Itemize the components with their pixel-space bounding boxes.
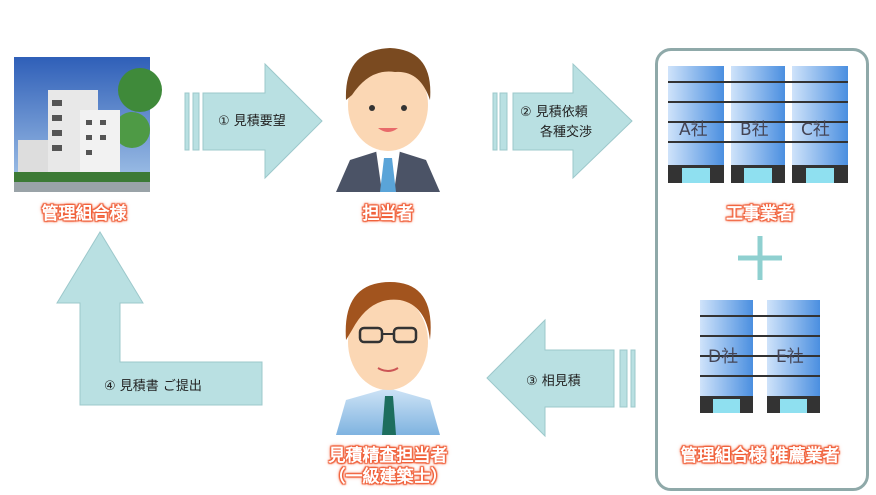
contractors-label: 工事業者	[726, 204, 794, 224]
contractor-buildings	[668, 66, 848, 413]
company-a: A社	[679, 120, 708, 140]
staff-label: 担当者	[362, 204, 414, 224]
recommended-label: 管理組合様 推薦業者	[680, 446, 840, 466]
step2-label: ② 見積依頼	[520, 105, 588, 120]
arrow-step1	[184, 62, 323, 180]
step1-label: ① 見積要望	[218, 114, 286, 129]
arrow-step4	[56, 231, 263, 406]
reviewer-qualification: （一級建築士）	[328, 467, 448, 487]
step4-label: ④ 見積書 ご提出	[104, 379, 202, 394]
client-label: 管理組合様	[41, 204, 127, 224]
reviewer-label: 見積精査担当者	[328, 446, 448, 466]
staff-illustration	[336, 48, 440, 192]
arrow-step3	[486, 318, 636, 438]
company-d: D社	[708, 347, 739, 367]
company-c: C社	[801, 120, 830, 140]
step2-label-sub: 各種交渉	[540, 125, 593, 140]
arrow-step2	[492, 62, 633, 180]
company-e: E社	[776, 347, 804, 367]
apartment-photo	[14, 57, 162, 192]
contractor-group-box	[655, 48, 869, 491]
step3-label: ③ 相見積	[526, 374, 581, 389]
company-b: B社	[740, 120, 769, 140]
plus-icon	[738, 236, 782, 280]
reviewer-illustration	[336, 282, 440, 435]
